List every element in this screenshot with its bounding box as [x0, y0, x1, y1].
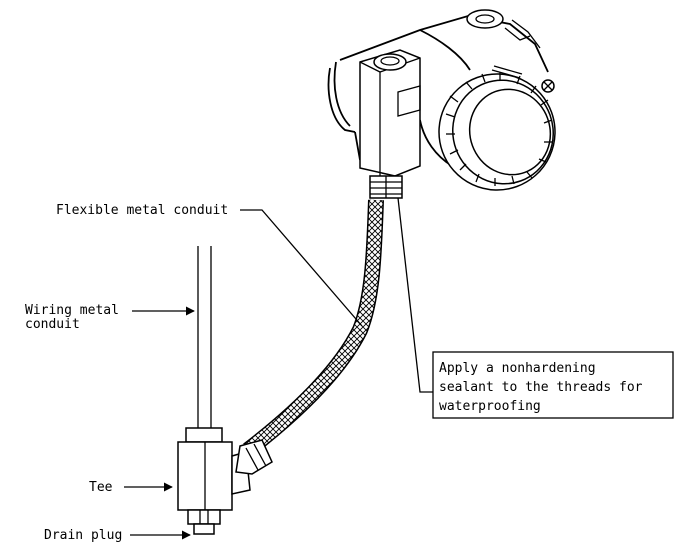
flexible-conduit [243, 199, 384, 457]
label-flexible-metal-conduit: Flexible metal conduit [56, 203, 228, 218]
label-sealant-1: Apply a nonhardening [439, 361, 596, 376]
transmitter-housing [327, 9, 556, 199]
leader-lines [124, 197, 436, 540]
label-drain-plug: Drain plug [44, 528, 122, 543]
label-wiring-metal-conduit-1: Wiring metal [25, 303, 119, 318]
tee-fitting [177, 427, 273, 535]
sealant-callout-box [432, 351, 674, 419]
label-wiring-metal-conduit-2: conduit [25, 317, 80, 332]
label-sealant-2: sealant to the threads for [439, 380, 643, 395]
label-sealant-3: waterproofing [439, 399, 541, 414]
wiring-metal-conduit [197, 246, 212, 428]
label-tee: Tee [89, 480, 113, 495]
